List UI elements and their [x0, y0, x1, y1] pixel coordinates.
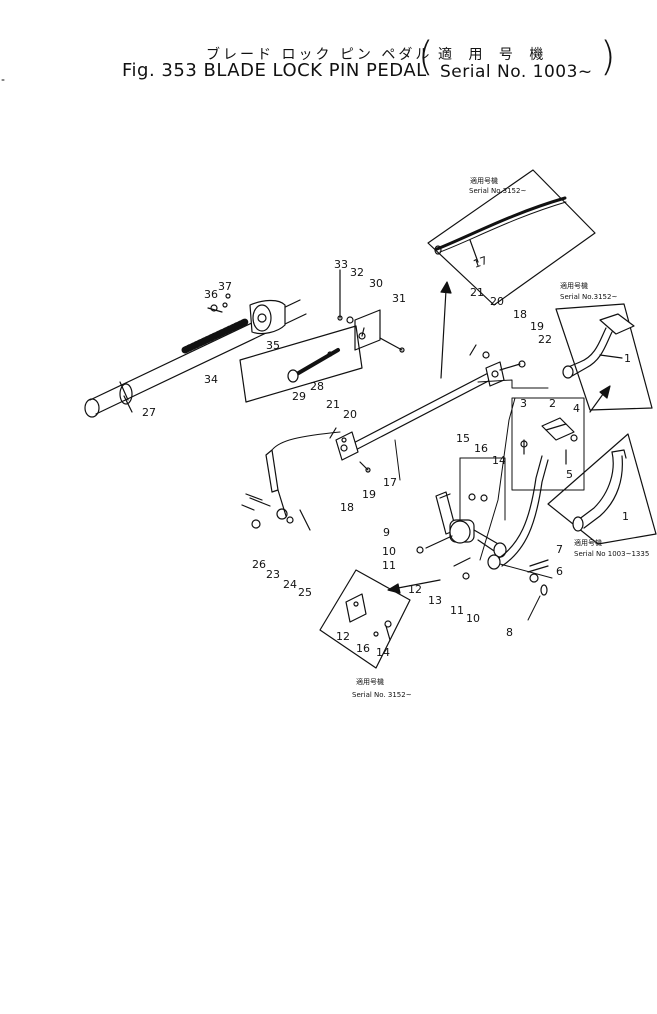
part-label-1-lower: 1	[622, 510, 629, 523]
link-arm-23	[241, 431, 341, 531]
part-label-10-right: 10	[466, 612, 480, 625]
part-label-15: 15	[456, 432, 470, 445]
part-label-13: 13	[428, 594, 442, 607]
note-applicable-jp-4: 適用号機	[356, 677, 384, 686]
japanese-applicable-label: 適 用 号 機	[438, 47, 550, 63]
part-label-20-upper: 20	[490, 295, 504, 308]
pedal-rod	[495, 455, 543, 561]
right-paren-glyph: )	[600, 34, 616, 80]
part-label-7: 7	[556, 543, 563, 556]
part-label-11-right: 11	[450, 604, 464, 617]
bracket-30-group	[287, 269, 405, 383]
part-label-6: 6	[556, 565, 563, 578]
part-label-32: 32	[350, 266, 364, 279]
part-label-2: 2	[549, 397, 556, 410]
arrow-to-plate-inset	[397, 579, 441, 589]
part-label-37: 37	[218, 280, 232, 293]
part-label-29: 29	[292, 390, 306, 403]
pedal-pad-group	[511, 397, 585, 491]
part-label-18-lower: 18	[340, 501, 354, 514]
part-label-23: 23	[266, 568, 280, 581]
serial-range: Serial No. 1003~	[440, 62, 593, 82]
note-serial-3152-2: Serial No.3152~	[560, 293, 617, 301]
part-label-3: 3	[520, 397, 527, 410]
part-label-22: 22	[538, 333, 552, 346]
part-label-25: 25	[298, 586, 312, 599]
part-label-33: 33	[334, 258, 348, 271]
part-label-14: 14	[492, 454, 506, 467]
part-label-21-upper: 21	[470, 286, 484, 299]
part-label-16: 16	[474, 442, 488, 455]
note-applicable-jp-3: 適用号機	[574, 538, 602, 547]
inset-rod-17: 適用号機 Serial No.3152~ 17	[427, 169, 596, 306]
part-label-4: 4	[573, 402, 580, 415]
part-label-19-lower: 19	[362, 488, 376, 501]
part-label-18-upper: 18	[513, 308, 527, 321]
part-label-1-upper: 1	[624, 352, 631, 365]
part-label-12-inset: 12	[336, 630, 350, 643]
note-serial-3152-4: Serial No. 3152~	[352, 691, 412, 699]
part-label-35: 35	[266, 339, 280, 352]
part-label-14-inset: 14	[376, 646, 390, 659]
part-label-31: 31	[392, 292, 406, 305]
part-label-17-main: 17	[383, 476, 397, 489]
inset-plate-3152: 12 16 14 適用号機 Serial No. 3152~	[319, 569, 412, 699]
part-label-21-lower: 21	[326, 398, 340, 411]
part-label-36: 36	[204, 288, 218, 301]
inset-pedal-1003: 適用号機 Serial No 1003~1335 1	[547, 433, 657, 558]
note-applicable-jp: 適用号機	[470, 176, 498, 185]
rod-27-assembly	[84, 293, 363, 418]
note-serial-1003-1335: Serial No 1003~1335	[574, 550, 649, 558]
part-label-9: 9	[383, 526, 390, 539]
left-paren-glyph: (	[418, 34, 434, 80]
arrow-head	[440, 281, 452, 294]
part-label-27: 27	[142, 406, 156, 419]
japanese-title: ブレード ロック ピン ペダル	[206, 47, 433, 63]
part-label-20-lower: 20	[343, 408, 357, 421]
pedal-lever-9	[416, 397, 516, 580]
note-serial-3152: Serial No.3152~	[469, 187, 526, 195]
arrow-to-inset-17	[440, 289, 447, 379]
part-label-26: 26	[252, 558, 266, 571]
note-applicable-jp-2: 適用号機	[560, 281, 588, 290]
figure-title: Fig. 353 BLADE LOCK PIN PEDAL	[122, 60, 427, 81]
part-label-24: 24	[283, 578, 297, 591]
part-label-5: 5	[566, 468, 573, 481]
part-label-10-left: 10	[382, 545, 396, 558]
part-label-11-left: 11	[382, 559, 396, 572]
part-label-28: 28	[310, 380, 324, 393]
part-label-12: 12	[408, 583, 422, 596]
part-label-34: 34	[204, 373, 218, 386]
part-label-19-upper: 19	[530, 320, 544, 333]
main-rod-17	[329, 344, 549, 481]
part-label-8: 8	[506, 626, 513, 639]
part-label-16-inset: 16	[356, 642, 370, 655]
part-label-17: 17	[472, 254, 490, 271]
inset-pedal-3152: 適用号機 Serial No.3152~ 1	[555, 281, 653, 411]
part-label-30: 30	[369, 277, 383, 290]
